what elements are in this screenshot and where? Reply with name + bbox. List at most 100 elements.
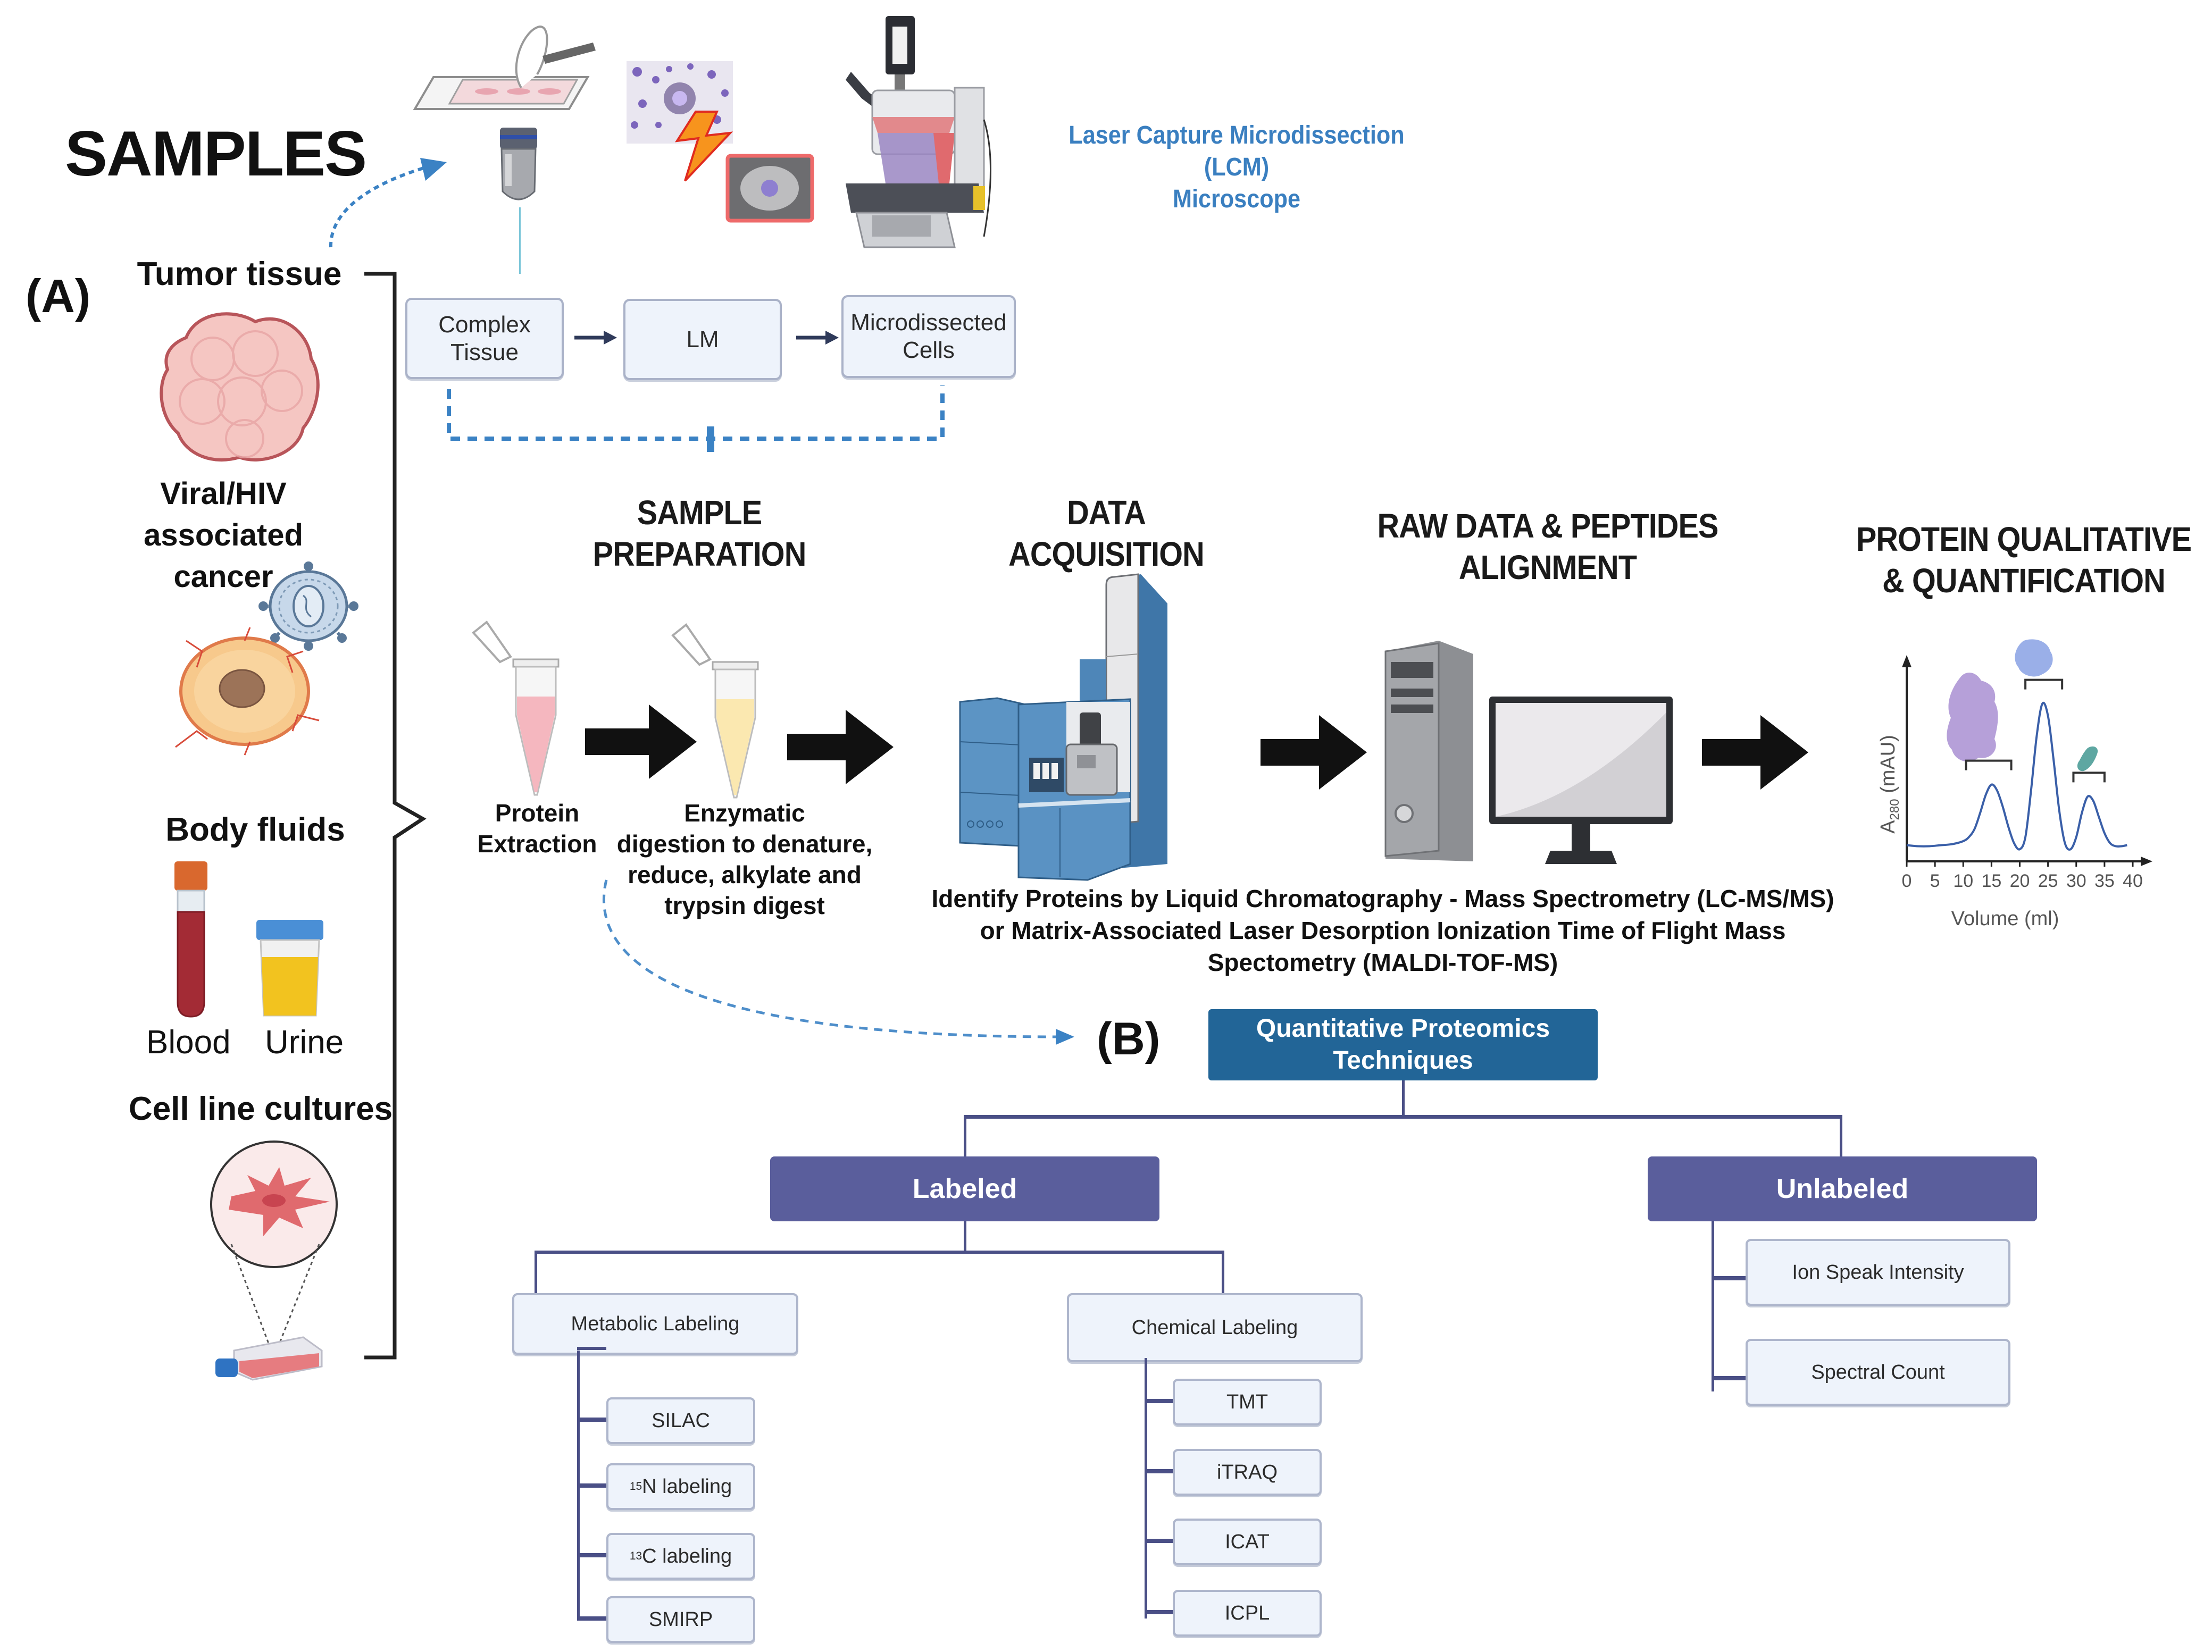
pink-tube-icon xyxy=(472,620,560,796)
leaf-label: N labeling xyxy=(642,1475,732,1498)
x-tick-label: 30 xyxy=(2066,871,2086,891)
identify-line2: or Matrix-Associated Laser Desorption Io… xyxy=(980,917,1786,944)
panel-label-b: (B) xyxy=(1097,1013,1161,1064)
connector-root-bar xyxy=(964,1115,1842,1119)
arrow-raw xyxy=(1702,715,1808,790)
x-tick-label: 40 xyxy=(2123,871,2143,891)
urine-label: Urine xyxy=(265,1024,344,1061)
complex-tissue-line2: Tissue xyxy=(450,339,519,365)
viral-hiv-line1: Viral/HIV xyxy=(160,476,287,511)
yellow-tube-icon xyxy=(671,623,759,799)
sample-prep-line2: PREPARATION xyxy=(592,535,807,573)
isolated-cell-image xyxy=(725,154,814,223)
dotted-arrow-to-lcm xyxy=(329,158,447,248)
laser-beam-line xyxy=(519,207,521,274)
enzymatic-line3: reduce, alkylate and xyxy=(628,861,862,888)
tumor-tissue-icon xyxy=(160,312,320,462)
small-teal-protein xyxy=(2077,746,2098,772)
connector-chemical-spine xyxy=(1145,1358,1147,1619)
leaf-label: Ion Speak Intensity xyxy=(1792,1261,1964,1284)
x-tick-label: 25 xyxy=(2038,871,2058,891)
leaf-node-chemical: iTRAQ xyxy=(1173,1449,1322,1496)
large-purple-protein xyxy=(1947,672,1998,762)
peak-bracket xyxy=(1965,759,2013,770)
cell-culture-icon xyxy=(210,1141,338,1381)
connector-unlabeled-leaf xyxy=(1712,1376,1746,1380)
leaf-label: ICPL xyxy=(1224,1601,1270,1624)
header-raw-data: RAW DATA & PEPTIDES ALIGNMENT xyxy=(1342,505,1754,588)
leaf-node-chemical: TMT xyxy=(1173,1379,1322,1425)
mass-spectrometer-icon xyxy=(959,573,1167,881)
protein-extraction-line1: Protein xyxy=(495,799,580,827)
chromatogram-series-line xyxy=(1906,701,2127,851)
leaf-label: Spectral Count xyxy=(1811,1361,1945,1383)
connector-to-chemical xyxy=(1222,1251,1224,1296)
samples-bracket xyxy=(364,272,427,1360)
x-tick-label: 20 xyxy=(2010,871,2030,891)
leaf-label: iTRAQ xyxy=(1217,1461,1278,1483)
leaf-label: TMT xyxy=(1226,1390,1268,1413)
leaf-label: SILAC xyxy=(652,1409,710,1432)
x-axis-arrowhead xyxy=(2141,857,2152,866)
chart-axes xyxy=(1902,655,2152,866)
dashed-curve-to-techniques xyxy=(602,879,1074,1045)
connector-root-down xyxy=(1402,1080,1405,1118)
connector-chemical-leaf xyxy=(1145,1539,1175,1543)
connector-metabolic-leaf xyxy=(577,1616,608,1621)
connector-to-unlabeled xyxy=(1840,1115,1842,1158)
lcm-title: Laser Capture Microdissection (LCM) Micr… xyxy=(1033,120,1440,215)
connector-to-labeled xyxy=(964,1115,966,1158)
enzymatic-line1: Enzymatic xyxy=(684,799,805,827)
panel-label-a: (A) xyxy=(26,270,91,322)
enzymatic-line2: digestion to denature, xyxy=(616,830,873,858)
raw-data-line2: ALIGNMENT xyxy=(1458,548,1637,586)
connector-unlabeled-leaf xyxy=(1712,1276,1746,1280)
blood-tube-icon xyxy=(174,861,207,1018)
connector-metabolic-leaf xyxy=(577,1418,608,1422)
laser-lightning-icon xyxy=(675,111,733,182)
connector-silac xyxy=(577,1347,606,1350)
protein-q-line1: PROTEIN QUALITATIVE xyxy=(1856,520,2192,558)
objective-lens-icon xyxy=(500,128,537,200)
peak-bracket xyxy=(2024,678,2064,690)
arrow-prep-2 xyxy=(787,710,894,784)
flow-box-lm: LM xyxy=(623,299,782,380)
header-sample-preparation: SAMPLE PREPARATION xyxy=(549,492,850,575)
protein-extraction-label: Protein Extraction xyxy=(452,798,622,859)
connector-metabolic-leaf xyxy=(577,1483,608,1488)
lm-label: LM xyxy=(686,326,719,353)
virus-icon xyxy=(258,561,358,651)
lcm-title-line1: Laser Capture Microdissection (LCM) xyxy=(1069,121,1405,181)
x-tick-label: 15 xyxy=(1981,871,2001,891)
leaf-node-metabolic: SILAC xyxy=(606,1397,755,1444)
root-line2: Techniques xyxy=(1333,1046,1473,1075)
protein-q-line2: & QUANTIFICATION xyxy=(1882,561,2166,600)
connector-to-metabolic xyxy=(535,1251,537,1296)
medium-blue-protein xyxy=(2015,639,2053,677)
x-tick-label: 0 xyxy=(1902,871,1912,891)
flow-arrow-2 xyxy=(796,331,839,345)
node-unlabeled: Unlabeled xyxy=(1648,1156,2037,1221)
tumor-tissue-label: Tumor tissue xyxy=(137,256,342,292)
isotope-superscript: 13 xyxy=(629,1550,642,1562)
leaf-node-chemical: ICPL xyxy=(1173,1590,1322,1637)
header-protein-quantification: PROTEIN QUALITATIVE & QUANTIFICATION xyxy=(1821,518,2212,601)
y-axis-label: A280 (mAU) xyxy=(1877,735,1902,834)
peak-brackets xyxy=(1965,678,2106,783)
arrow-prep-1 xyxy=(585,705,697,779)
computer-icon xyxy=(1384,641,1673,864)
y-axis-label-sub: 280 xyxy=(1888,799,1902,820)
lcm-microscope-icon xyxy=(846,16,991,248)
body-fluids-label: Body fluids xyxy=(165,811,345,848)
leaf-node-unlabeled: Spectral Count xyxy=(1746,1339,2010,1406)
connector-labeled-bar xyxy=(535,1251,1224,1254)
cell-line-cultures-label: Cell line cultures xyxy=(128,1091,393,1127)
identify-line3: Spectometry (MALDI-TOF-MS) xyxy=(1207,949,1558,976)
header-data-acquisition: DATA ACQUISITION xyxy=(953,492,1259,575)
